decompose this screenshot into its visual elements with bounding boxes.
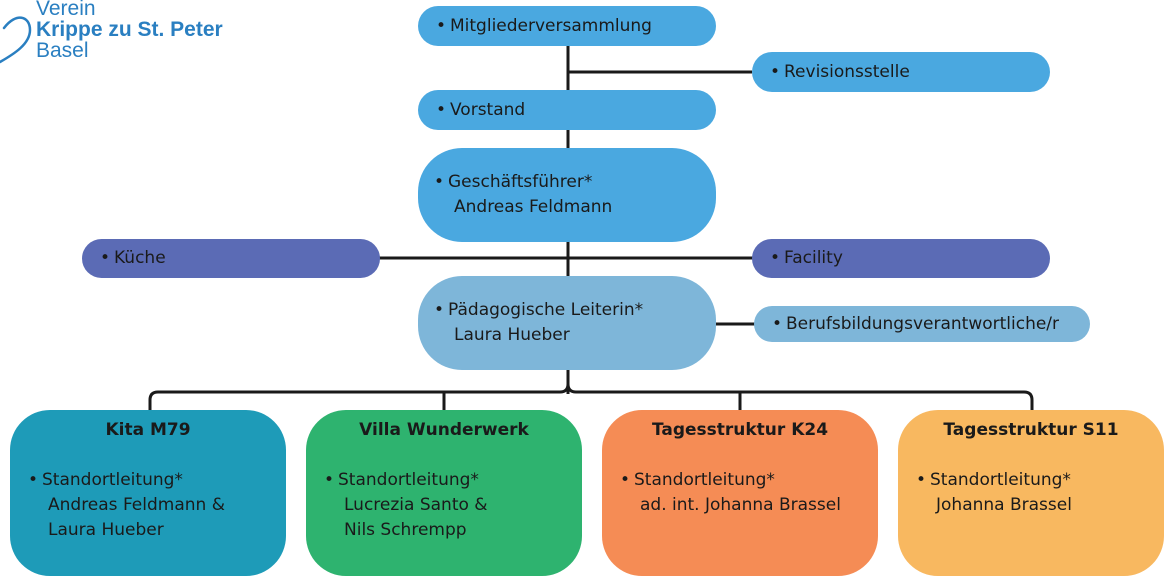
node-role: Geschäftsführer* xyxy=(434,170,700,195)
logo-line-basel: Basel xyxy=(36,39,89,62)
node-label: Vorstand xyxy=(450,99,526,120)
site-tagesstruktur-k24: Tagesstruktur K24 Standortleitung* ad. i… xyxy=(602,410,878,576)
site-role: Standortleitung* xyxy=(324,468,564,493)
node-facility: Facility xyxy=(752,239,1050,278)
node-vorstand: Vorstand xyxy=(418,90,716,130)
node-person: Laura Hueber xyxy=(454,325,570,345)
site-villa-wunderwerk: Villa Wunderwerk Standortleitung* Lucrez… xyxy=(306,410,582,576)
organization-logo: Verein Krippe zu St. Peter Basel xyxy=(36,0,223,61)
node-paedagogische-leitung: Pädagogische Leiterin* Laura Hueber xyxy=(418,276,716,370)
node-label: Küche xyxy=(114,248,166,268)
site-person: ad. int. Johanna Brassel xyxy=(640,495,841,515)
site-person: Lucrezia Santo & xyxy=(344,495,488,515)
logo-line-name: Krippe zu St. Peter xyxy=(36,18,223,41)
site-title: Tagesstruktur S11 xyxy=(943,420,1119,440)
site-role: Standortleitung* xyxy=(916,468,1146,493)
node-person: Andreas Feldmann xyxy=(454,197,613,217)
site-title: Tagesstruktur K24 xyxy=(651,420,829,440)
site-person: Andreas Feldmann & xyxy=(48,495,225,515)
node-label: Berufsbildungsverantwortliche/r xyxy=(786,313,1060,334)
site-person: Laura Hueber xyxy=(48,520,164,540)
heart-icon xyxy=(0,16,32,64)
site-tagesstruktur-s11: Tagesstruktur S11 Standortleitung* Johan… xyxy=(898,410,1164,576)
site-title: Kita M79 xyxy=(105,420,191,440)
logo-line-verein: Verein xyxy=(36,0,96,20)
site-role: Standortleitung* xyxy=(28,468,268,493)
node-label: Mitgliederversammlung xyxy=(450,15,652,36)
node-geschaeftsfuehrer: Geschäftsführer* Andreas Feldmann xyxy=(418,148,716,242)
node-mitgliederversammlung: Mitgliederversammlung xyxy=(418,6,716,46)
site-kita-m79: Kita M79 Standortleitung* Andreas Feldma… xyxy=(10,410,286,576)
node-kueche: Küche xyxy=(82,239,380,278)
node-label: Facility xyxy=(784,248,843,268)
site-person: Johanna Brassel xyxy=(936,495,1072,515)
site-person: Nils Schrempp xyxy=(344,520,467,540)
node-berufsbildung: Berufsbildungsverantwortliche/r xyxy=(754,306,1090,342)
node-revisionsstelle: Revisionsstelle xyxy=(752,52,1050,92)
site-title: Villa Wunderwerk xyxy=(359,420,529,440)
node-role: Pädagogische Leiterin* xyxy=(434,298,700,323)
node-label: Revisionsstelle xyxy=(784,61,910,82)
site-role: Standortleitung* xyxy=(620,468,860,493)
